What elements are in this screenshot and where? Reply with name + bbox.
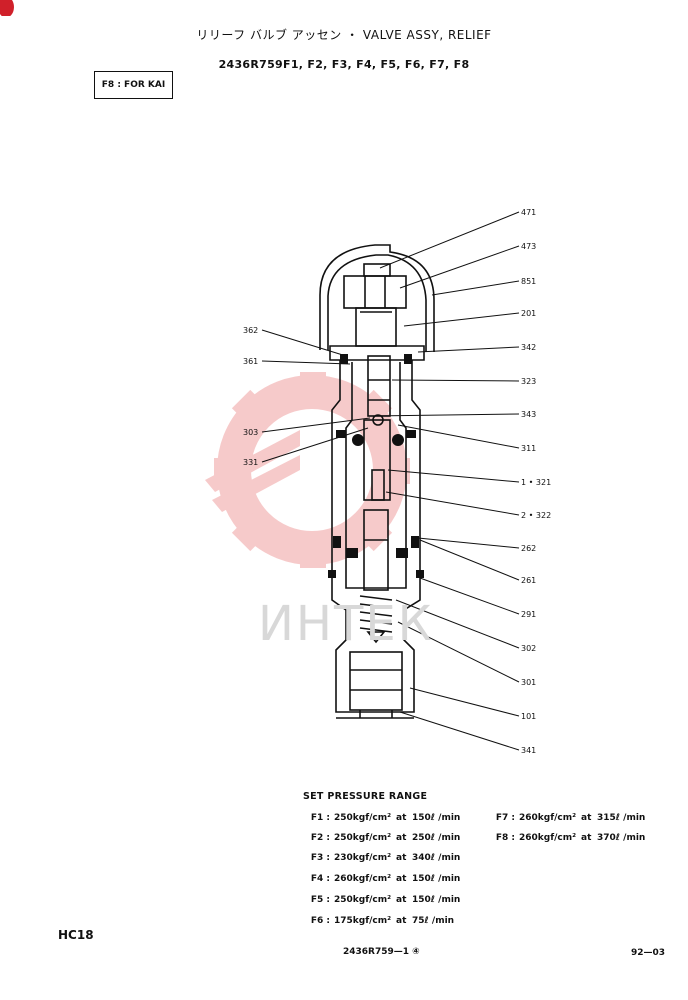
page-number: 92—03 xyxy=(631,948,666,958)
callout-301: 301 xyxy=(521,678,536,687)
callout-201: 201 xyxy=(521,309,536,318)
seal-rings xyxy=(328,354,424,578)
drawing-code: 2436R759—1 ④ xyxy=(343,947,420,957)
callout-303: 303 xyxy=(243,428,258,437)
callout-261: 261 xyxy=(521,576,536,585)
callout-473: 473 xyxy=(521,242,536,251)
machine-model: HC18 xyxy=(58,928,94,942)
callout-321: 1 • 321 xyxy=(521,478,551,487)
callout-341: 341 xyxy=(521,746,536,755)
set-pressure-title: SET PRESSURE RANGE xyxy=(303,791,428,802)
leader-lines xyxy=(261,211,520,751)
intek-watermark: ИНТЕК xyxy=(258,596,434,652)
callout-311: 311 xyxy=(521,444,536,453)
corner-mark-icon xyxy=(0,0,14,16)
callout-322: 2 • 322 xyxy=(521,511,551,520)
page-title: リリーフ バルブ アッセン ・ VALVE ASSY, RELIEF xyxy=(196,28,492,42)
callout-291: 291 xyxy=(521,610,536,619)
note-text: F8 : FOR KAI xyxy=(101,80,166,90)
callout-323: 323 xyxy=(521,377,536,386)
callout-262: 262 xyxy=(521,544,536,553)
callout-362: 362 xyxy=(243,326,258,335)
callout-labels: 471 473 851 201 342 323 343 311 1 • 321 … xyxy=(243,208,551,755)
model-numbers: 2436R759F1, F2, F3, F4, F5, F6, F7, F8 xyxy=(218,58,470,71)
callout-331: 331 xyxy=(243,458,258,467)
callout-101: 101 xyxy=(521,712,536,721)
note-box: F8 : FOR KAI xyxy=(94,71,173,99)
callout-851: 851 xyxy=(521,277,536,286)
callout-342: 342 xyxy=(521,343,536,352)
callout-471: 471 xyxy=(521,208,536,217)
callout-343: 343 xyxy=(521,410,536,419)
callout-361: 361 xyxy=(243,357,258,366)
valve-body-outline xyxy=(319,244,435,719)
callout-302: 302 xyxy=(521,644,536,653)
